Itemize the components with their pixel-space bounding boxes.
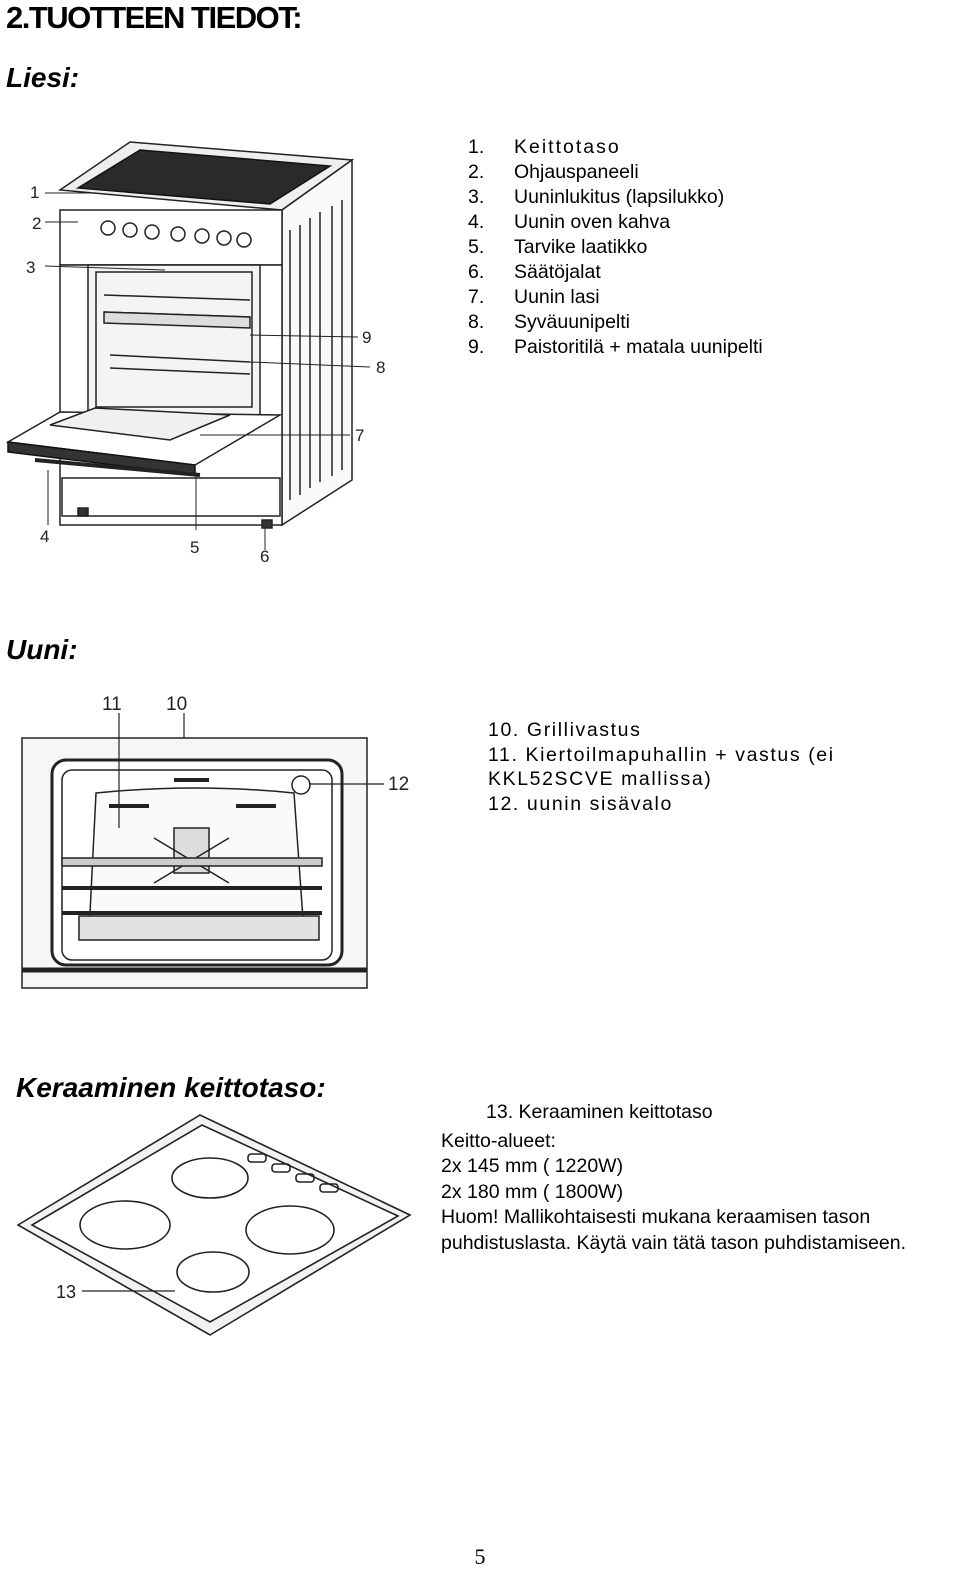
- list-item: 2.Ohjauspaneeli: [468, 161, 639, 183]
- callout-10: 10: [166, 694, 187, 715]
- list-item: 10. Grillivastus: [488, 719, 642, 741]
- page-number: 5: [474, 1544, 486, 1569]
- list-item: 9.Paistoritilä + matala uunipelti: [468, 336, 763, 358]
- oven-diagram: 11 10 12: [21, 694, 409, 989]
- stove-parts-list: 1.Keittotaso 2.Ohjauspaneeli 3.Uuninluki…: [468, 135, 763, 360]
- callout-13: 13: [56, 1282, 76, 1302]
- list-item: 7.Uunin lasi: [468, 286, 600, 308]
- callout-2: 2: [32, 214, 41, 233]
- callout-6: 6: [260, 547, 269, 566]
- callout-11: 11: [102, 694, 122, 715]
- callout-8: 8: [376, 358, 385, 377]
- list-item: KKL52SCVE mallissa): [488, 768, 713, 790]
- hob-line: 13. Keraaminen keittotaso: [486, 1101, 713, 1123]
- list-item: 4.Uunin oven kahva: [468, 211, 671, 233]
- callout-9: 9: [362, 328, 371, 347]
- list-item: 6.Säätöjalat: [468, 261, 601, 283]
- hob-line: Keitto-alueet:: [441, 1129, 556, 1152]
- callout-4: 4: [40, 527, 49, 546]
- stove-section-title: Liesi:: [6, 62, 80, 93]
- callout-12: 12: [388, 774, 409, 795]
- hob-line: puhdistuslasta. Käytä vain tätä tason pu…: [441, 1231, 907, 1254]
- callout-3: 3: [26, 258, 35, 277]
- oven-section-title: Uuni:: [6, 634, 78, 665]
- oven-parts-list: 10. Grillivastus 11. Kiertoilmapuhallin …: [488, 718, 835, 816]
- hob-line: 2x 145 mm ( 1220W): [441, 1155, 624, 1177]
- list-item: 3.Uuninlukitus (lapsilukko): [468, 186, 725, 208]
- list-item: 12. uunin sisävalo: [488, 792, 673, 815]
- hob-section-title: Keraaminen keittotaso:: [16, 1072, 326, 1103]
- stove-diagram: 1 2 3 4 5 6 7 8 9: [5, 141, 385, 566]
- callout-5: 5: [190, 538, 199, 557]
- hob-diagram: 13: [16, 1114, 412, 1336]
- list-item: 11. Kiertoilmapuhallin + vastus (ei: [488, 743, 835, 766]
- list-item: 8.Syväuunipelti: [468, 311, 630, 333]
- hob-line: 2x 180 mm ( 1800W): [441, 1180, 624, 1203]
- list-item: 5.Tarvike laatikko: [468, 236, 648, 258]
- list-item: 1.Keittotaso: [468, 136, 621, 158]
- callout-1: 1: [30, 183, 39, 202]
- callout-7: 7: [355, 426, 364, 445]
- hob-description: 13. Keraaminen keittotaso Keitto-alueet:…: [441, 1100, 906, 1256]
- page-heading: 2.TUOTTEEN TIEDOT:: [6, 0, 303, 35]
- hob-line: Huom! Mallikohtaisesti mukana keraamisen…: [441, 1206, 871, 1228]
